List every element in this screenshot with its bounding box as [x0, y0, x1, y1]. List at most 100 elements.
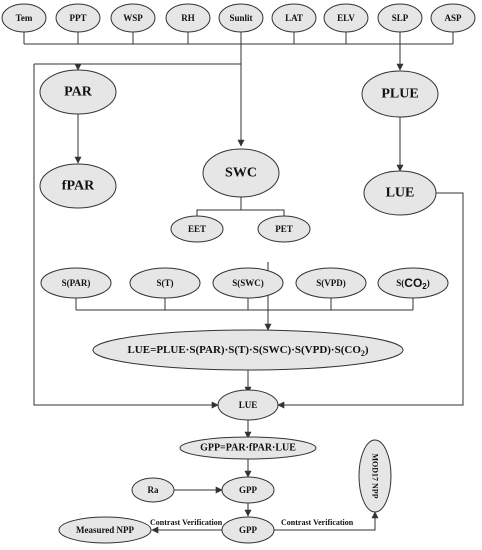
edge-right-loop — [277, 192, 464, 409]
gpp2-label: GPP — [239, 525, 257, 535]
s-swc-node: S(SWC) — [212, 267, 284, 299]
lue-equation-sub: 2 — [361, 349, 365, 358]
s-co2-node: S(CO2) — [377, 267, 449, 299]
swc-shape — [202, 148, 280, 198]
lue-top-shape — [363, 170, 437, 216]
s-par-shape — [40, 267, 112, 299]
input-tem-label: Tem — [16, 13, 33, 23]
par-shape — [39, 69, 117, 115]
contrast-verification-left-label: Contrast Verification — [150, 518, 223, 527]
input-row: Tem PPT WSP RH Sunlit LAT ELV SLP — [1, 3, 476, 33]
edge-left-loop — [33, 64, 219, 409]
lue-mid-shape — [217, 389, 279, 421]
input-ppt-shape — [55, 3, 101, 33]
mod17-npp-shape — [358, 439, 392, 513]
eet-shape — [170, 215, 224, 243]
input-slp-shape — [377, 3, 423, 33]
s-co2-label: S(CO2) — [396, 276, 429, 291]
mod17-npp-label: MOD17 NPP — [371, 453, 380, 498]
input-lat-shape — [271, 3, 317, 33]
edge-gpp-to-mod17 — [274, 511, 379, 531]
pet-label: PET — [275, 224, 293, 234]
input-lat-node: LAT — [271, 3, 317, 33]
par-node: PAR — [39, 69, 117, 115]
s-par-node: S(PAR) — [40, 267, 112, 299]
input-ppt-node: PPT — [55, 3, 101, 33]
fpar-shape — [39, 163, 117, 209]
s-co2-shape — [377, 267, 449, 299]
s-co2-prefix: S( — [396, 278, 404, 288]
gpp1-node: GPP — [221, 476, 275, 504]
lue-mid-label: LUE — [239, 400, 258, 410]
s-t-label: S(T) — [156, 278, 173, 288]
gpp-equation-label: GPP=PAR·fPAR·LUE — [200, 443, 296, 454]
measured-npp-node: Measured NPP — [58, 516, 152, 544]
swc-node: SWC — [202, 148, 280, 198]
input-rh-label: RH — [181, 13, 195, 23]
s-vpd-node: S(VPD) — [295, 267, 367, 299]
plue-shape — [361, 70, 439, 118]
input-ppt-label: PPT — [70, 13, 87, 23]
input-rh-node: RH — [165, 3, 211, 33]
plue-label: PLUE — [381, 87, 418, 102]
contrast-verification-right-label: Contrast Verification — [281, 518, 354, 527]
input-asp-node: ASP — [430, 3, 476, 33]
pet-shape — [257, 215, 311, 243]
input-slp-node: SLP — [377, 3, 423, 33]
input-wsp-node: WSP — [110, 3, 156, 33]
gpp-equation-shape — [179, 436, 317, 460]
eet-node: EET — [170, 215, 224, 243]
s-t-shape — [129, 267, 201, 299]
input-asp-shape — [430, 3, 476, 33]
input-asp-label: ASP — [444, 13, 462, 23]
gpp1-label: GPP — [239, 485, 257, 495]
measured-npp-shape — [58, 516, 152, 544]
edge-swc-to-eet-pet — [196, 197, 242, 217]
input-sunlit-node: Sunlit — [218, 3, 264, 33]
par-label: PAR — [64, 85, 93, 100]
ra-label: Ra — [148, 485, 159, 495]
fpar-label: fPAR — [62, 179, 95, 194]
input-wsp-shape — [110, 3, 156, 33]
input-slp-label: SLP — [392, 13, 409, 23]
input-sunlit-label: Sunlit — [229, 13, 252, 23]
mod17-npp-node: MOD17 NPP — [358, 439, 392, 513]
input-rh-shape — [165, 3, 211, 33]
gpp-equation-node: GPP=PAR·fPAR·LUE — [179, 436, 317, 460]
lue-equation-end: ) — [365, 344, 369, 356]
edge-swc-to-pet — [241, 209, 285, 217]
gpp2-node: GPP — [221, 516, 275, 544]
lue-mid-node: LUE — [217, 389, 279, 421]
pet-node: PET — [257, 215, 311, 243]
input-elv-shape — [323, 3, 369, 33]
plue-node: PLUE — [361, 70, 439, 118]
input-wsp-label: WSP — [123, 13, 143, 23]
s-t-node: S(T) — [129, 267, 201, 299]
s-par-label: S(PAR) — [62, 278, 91, 288]
gpp2-shape — [221, 516, 275, 544]
gpp1-shape — [221, 476, 275, 504]
s-co2-suffix: ) — [427, 278, 430, 288]
s-swc-label: S(SWC) — [232, 278, 264, 288]
s-co2-main: CO — [404, 276, 422, 290]
input-lat-label: LAT — [285, 13, 303, 23]
input-sunlit-shape — [218, 3, 264, 33]
lue-equation-main: LUE=PLUE·S(PAR)·S(T)·S(SWC)·S(VPD)·S(CO — [127, 344, 361, 356]
s-vpd-label: S(VPD) — [316, 278, 346, 288]
s-vpd-shape — [295, 267, 367, 299]
s-swc-shape — [212, 267, 284, 299]
input-tem-node: Tem — [1, 3, 47, 33]
input-elv-node: ELV — [323, 3, 369, 33]
edges — [23, 32, 464, 534]
measured-npp-label: Measured NPP — [76, 525, 135, 535]
lue-equation-label: LUE=PLUE·S(PAR)·S(T)·S(SWC)·S(VPD)·S(CO2… — [127, 344, 368, 358]
eet-label: EET — [188, 224, 206, 234]
fpar-node: fPAR — [39, 163, 117, 209]
input-elv-label: ELV — [337, 13, 355, 23]
lue-equation-node: LUE=PLUE·S(PAR)·S(T)·S(SWC)·S(VPD)·S(CO2… — [92, 329, 404, 371]
lue-equation-shape — [92, 329, 404, 371]
s-co2-sub: 2 — [422, 282, 427, 291]
lue-top-node: LUE — [363, 170, 437, 216]
lue-top-label: LUE — [386, 186, 415, 201]
